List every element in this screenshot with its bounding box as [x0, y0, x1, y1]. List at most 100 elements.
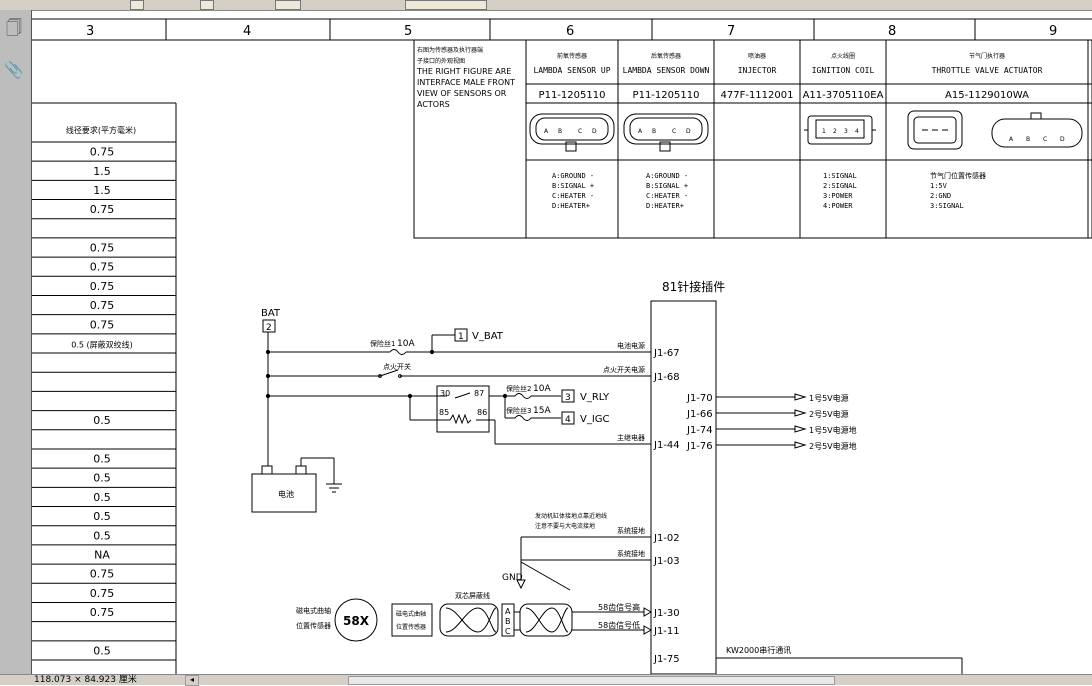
toolbar-field[interactable]: [405, 0, 487, 10]
ecu-pin-desc: 2号5V电源地: [809, 441, 857, 451]
throttle-tps-connector-icon: [907, 110, 963, 150]
vigc-label: V_IGC: [580, 414, 610, 425]
sensor-note-line: 子接口的外观视图: [417, 57, 465, 65]
crank-box-label-1: 磁电式曲轴: [396, 610, 426, 618]
ecu-pin-id: J1-75: [653, 654, 680, 665]
status-icon[interactable]: ◂: [185, 675, 199, 686]
sensor-pin-desc: 1:5V: [930, 182, 948, 190]
crank-conn-b: B: [505, 617, 511, 626]
attachment-icon[interactable]: 📎: [4, 60, 24, 79]
vrly-num: 3: [565, 393, 571, 403]
ecu-pin-desc: 1号5V电源地: [809, 425, 857, 435]
relay-pin-86: 86: [477, 408, 487, 417]
connector-pin-letter: 1: [822, 128, 826, 135]
wire-table-header: 线径要求(平方毫米): [66, 125, 136, 135]
ignition-coil-connector-icon: [804, 115, 876, 145]
vigc-num: 4: [565, 415, 571, 425]
ecu-pin-desc: 58齿信号低: [598, 620, 640, 630]
side-panel: 🗍 📎: [0, 10, 32, 674]
sensor-pin-desc: 3:SIGNAL: [930, 202, 964, 210]
sensor-pin-desc: B:SIGNAL +: [552, 182, 594, 190]
crank-wheel-label: 58X: [343, 614, 370, 628]
fuse3-label: 保险丝3: [506, 406, 531, 415]
relay-pin-85: 85: [439, 408, 449, 417]
vrly-label: V_RLY: [580, 392, 610, 403]
sensor-note-line: INTERFACE MALE FRONT: [417, 78, 515, 87]
vbat-num: 1: [458, 332, 464, 342]
gnd-note-1: 发动机缸体接地点靠近地线: [535, 512, 607, 520]
grid-col-8: 8: [888, 24, 896, 39]
wire-gauge-cell: 0.5 (屏蔽双绞线): [71, 339, 133, 349]
fuse3-rating: 15A: [533, 406, 551, 416]
connector-pin-letter: B: [652, 128, 656, 135]
fuse1-rating: 10A: [397, 339, 415, 349]
sensor-note-line: THE RIGHT FIGURE ARE: [416, 67, 511, 76]
sensor-table: [413, 39, 1092, 239]
wire-gauge-cell: NA: [94, 548, 110, 561]
relay-pin-87: 87: [474, 389, 484, 398]
ign-switch-label: 点火开关: [383, 362, 411, 371]
grid-col-4: 4: [243, 24, 251, 39]
wire-gauge-cell: 0.5: [93, 472, 111, 485]
sensor-name-en: IGNITION COIL: [812, 66, 875, 75]
wire-gauge-cell: 0.75: [90, 568, 115, 581]
fuse2-rating: 10A: [533, 384, 551, 394]
crank-label-2: 位置传感器: [296, 621, 331, 630]
sensor-pin-desc: D:HEATER+: [552, 202, 590, 210]
ecu-pin-desc: 1号5V电源: [809, 393, 849, 403]
wire-gauge-cell: 0.75: [90, 261, 115, 274]
sensor-pin-desc: 1:SIGNAL: [823, 172, 857, 180]
ecu-pin-id: J1-68: [653, 372, 680, 383]
connector-pin-letter: A: [544, 128, 549, 135]
sensor-note-line: VIEW OF SENSORS OR: [417, 89, 507, 98]
wire-gauge-cell: 0.5: [93, 491, 111, 504]
ecu-label: 81针接插件: [662, 279, 725, 294]
ecu-pin-desc: 系统接地: [617, 526, 645, 535]
vbat-label: V_BAT: [472, 331, 504, 342]
ecu-pin-desc: 主继电器: [617, 433, 645, 442]
connector-pin-letter: A: [1009, 136, 1014, 143]
toolbar-field[interactable]: [275, 0, 301, 10]
sensor-pin-desc: A:GROUND -: [646, 172, 688, 180]
sensor-name-cn: 喷油器: [748, 52, 766, 60]
ecu-pin-id: J1-67: [653, 348, 680, 359]
sensor-part-number: A11-3705110EA: [803, 90, 884, 101]
sensor-name-cn: 节气门执行器: [969, 52, 1005, 60]
sensor-pin-desc: 2:GND: [930, 192, 951, 200]
toolbar-button[interactable]: [200, 0, 214, 10]
wire-gauge-cell: 1.5: [93, 165, 111, 178]
ecu-pin-desc: KW2000串行通讯: [726, 645, 791, 655]
wire-gauge-cell: 0.5: [93, 510, 111, 523]
toolbar-button[interactable]: [130, 0, 144, 10]
wire-gauge-cell: 0.5: [93, 529, 111, 542]
connector-pin-letter: C: [1043, 136, 1047, 143]
coordinate-readout: 118.073 × 84.923 厘米: [34, 675, 137, 685]
wire-gauge-cell: 0.5: [93, 414, 111, 427]
connector-pin-letter: C: [672, 128, 676, 135]
wire-gauge-cell: 0.75: [90, 318, 115, 331]
sensor-note-line: ACTORS: [417, 100, 450, 109]
pages-icon[interactable]: 🗍: [6, 18, 22, 37]
ecu-pin-id: J1-74: [686, 425, 713, 436]
fuse2-label: 保险丝2: [506, 384, 531, 393]
connector-pin-letter: C: [578, 128, 582, 135]
connector-pin-letter: 3: [844, 128, 848, 135]
sensor-pin-desc: A:GROUND -: [552, 172, 594, 180]
connector-pin-letter: 4: [855, 128, 859, 135]
bat-num: 2: [266, 323, 272, 333]
ecu-pin-id: J1-76: [686, 441, 713, 452]
wire-gauge-cell: 0.75: [90, 299, 115, 312]
schematic: 81针接插件 BAT 2 电池 保险丝1 10A 1 V_BAT: [251, 279, 963, 674]
connector-pin-letter: A: [638, 128, 643, 135]
wire-gauge-cell: 0.75: [90, 280, 115, 293]
connector-pin-letter: B: [1026, 136, 1030, 143]
status-bar: 118.073 × 84.923 厘米 ◂: [0, 674, 1092, 686]
ecu-pin-id: J1-03: [653, 556, 680, 567]
ecu-pin-desc: 电池电源: [617, 341, 645, 350]
crank-conn-a: A: [505, 607, 511, 616]
ecu-pin-id: J1-30: [653, 608, 680, 619]
sensor-pin-desc: 4:POWER: [823, 202, 853, 210]
